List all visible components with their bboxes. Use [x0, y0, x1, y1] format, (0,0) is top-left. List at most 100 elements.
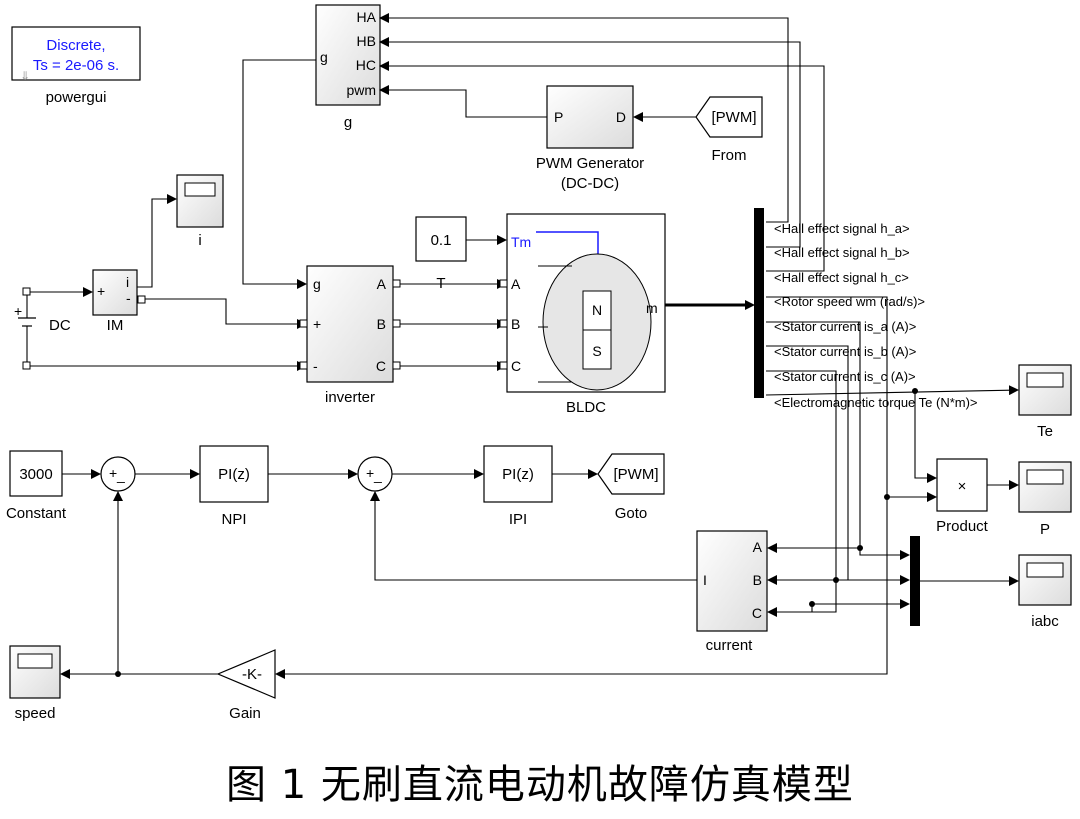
- bldc-name: BLDC: [566, 399, 606, 416]
- bldc-port-b: B: [511, 316, 520, 332]
- mux-bar[interactable]: [910, 536, 920, 626]
- g-port-hc: HC: [356, 57, 376, 73]
- im-minus: -: [126, 290, 131, 306]
- from-tag: [PWM]: [712, 109, 757, 126]
- pwm-gen-port-d: D: [616, 109, 626, 125]
- dc-source[interactable]: + DC: [14, 287, 71, 370]
- goto-block[interactable]: [PWM] Goto: [597, 453, 665, 522]
- bus-signal-te: <Electromagnetic torque Te (N*m)>: [774, 395, 978, 410]
- inverter-name: inverter: [325, 389, 375, 406]
- current-port-b: B: [753, 572, 762, 588]
- powergui-line1: Discrete,: [46, 37, 105, 54]
- inverter-port-g: g: [313, 276, 321, 292]
- bus-signal-hc: <Hall effect signal h_c>: [774, 270, 909, 285]
- sum1-block[interactable]: + _: [100, 456, 136, 492]
- current-port-i: I: [703, 572, 707, 588]
- dc-name: DC: [49, 317, 71, 334]
- pwm-generator-block[interactable]: P D PWM Generator (DC-DC): [536, 85, 644, 192]
- npi-block[interactable]: PI(z) NPI: [199, 445, 269, 528]
- g-port-ha: HA: [357, 9, 377, 25]
- ipi-block[interactable]: PI(z) IPI: [483, 445, 553, 528]
- npi-name: NPI: [221, 511, 246, 528]
- im-out: i: [126, 274, 129, 290]
- inverter-port-a: A: [377, 276, 387, 292]
- g-port-hb: HB: [357, 33, 376, 49]
- bldc-block[interactable]: Tm N S A B C m BLDC: [506, 213, 666, 416]
- arrow-down-icon: ⇓: [20, 69, 30, 83]
- inverter-port-minus: -: [313, 358, 318, 374]
- im-name: IM: [107, 317, 124, 334]
- bldc-port-a: A: [511, 276, 521, 292]
- constant-name: Constant: [6, 505, 67, 522]
- bus-signal-list: <Hall effect signal h_a> <Hall effect si…: [774, 221, 978, 410]
- inverter-port-b: B: [377, 316, 386, 332]
- sum1-minus: _: [116, 467, 125, 483]
- im-block[interactable]: + i - IM: [92, 269, 138, 334]
- g-block-name: g: [344, 114, 352, 131]
- pwm-gen-name2: (DC-DC): [561, 175, 619, 192]
- bus-signal-isb: <Stator current is_b (A)>: [774, 344, 916, 359]
- scope-i[interactable]: i: [176, 174, 224, 249]
- scope-iabc[interactable]: iabc: [1018, 554, 1072, 630]
- bus-signal-wm: <Rotor speed wm (rad/s)>: [774, 294, 925, 309]
- goto-tag: [PWM]: [614, 466, 659, 483]
- from-name: From: [712, 147, 747, 164]
- bus-signal-ha: <Hall effect signal h_a>: [774, 221, 910, 236]
- scope-i-name: i: [198, 232, 201, 249]
- pole-s: S: [592, 343, 601, 359]
- pole-n: N: [592, 302, 602, 318]
- g-block[interactable]: HA HB HC pwm g g: [315, 4, 381, 131]
- bldc-port-c: C: [511, 358, 521, 374]
- pwm-gen-name1: PWM Generator: [536, 155, 644, 172]
- dc-plus: +: [14, 303, 22, 319]
- inverter-port-plus: +: [313, 316, 321, 332]
- inverter-port-c: C: [376, 358, 386, 374]
- ipi-name: IPI: [509, 511, 527, 528]
- powergui-block[interactable]: Discrete, Ts = 2e-06 s. ⇓ powergui: [11, 26, 141, 106]
- product-symbol: ×: [958, 478, 967, 495]
- scope-p[interactable]: P: [1018, 461, 1072, 538]
- current-name: current: [706, 637, 754, 654]
- im-plus: +: [97, 283, 105, 299]
- current-port-c: C: [752, 605, 762, 621]
- inverter-block[interactable]: g + - A B C inverter: [306, 265, 394, 406]
- sum1-plus: +: [109, 465, 117, 481]
- from-block[interactable]: [PWM] From: [695, 96, 763, 164]
- g-port-out: g: [320, 49, 328, 65]
- scope-speed-name: speed: [15, 705, 56, 722]
- product-name: Product: [936, 518, 989, 535]
- powergui-name: powergui: [46, 89, 107, 106]
- pwm-gen-port-p: P: [554, 109, 563, 125]
- gain-text: -K-: [242, 666, 262, 683]
- gain-block[interactable]: -K- Gain: [216, 649, 276, 722]
- bldc-port-tm: Tm: [511, 234, 531, 250]
- sum2-minus: _: [373, 467, 382, 483]
- bldc-port-m: m: [646, 300, 658, 316]
- constant-t-value: 0.1: [431, 232, 452, 249]
- constant-value: 3000: [19, 466, 52, 483]
- scope-te[interactable]: Te: [1018, 364, 1072, 440]
- scope-te-name: Te: [1037, 423, 1053, 440]
- npi-text: PI(z): [218, 466, 250, 483]
- figure-caption: 图 1 无刷直流电动机故障仿真模型: [226, 762, 854, 808]
- scope-speed[interactable]: speed: [9, 645, 61, 722]
- current-port-a: A: [753, 539, 763, 555]
- current-block[interactable]: I A B C current: [696, 530, 768, 654]
- goto-name: Goto: [615, 505, 648, 522]
- scope-p-name: P: [1040, 521, 1050, 538]
- scope-iabc-name: iabc: [1031, 613, 1059, 630]
- constant-t-block[interactable]: 0.1 T: [415, 216, 467, 292]
- bus-selector-bar[interactable]: [754, 208, 764, 398]
- bus-signal-hb: <Hall effect signal h_b>: [774, 245, 910, 260]
- constant-3000-block[interactable]: 3000 Constant: [6, 450, 67, 522]
- bus-signal-isa: <Stator current is_a (A)>: [774, 319, 916, 334]
- ipi-text: PI(z): [502, 466, 534, 483]
- wires: [30, 13, 1019, 679]
- powergui-line2: Ts = 2e-06 s.: [33, 57, 119, 74]
- sum2-block[interactable]: + _: [357, 456, 393, 492]
- product-block[interactable]: × Product: [936, 458, 989, 535]
- sum2-plus: +: [366, 465, 374, 481]
- bus-signal-isc: <Stator current is_c (A)>: [774, 369, 916, 384]
- simulink-diagram: Discrete, Ts = 2e-06 s. ⇓ powergui HA HB…: [6, 4, 1072, 722]
- g-port-pwm: pwm: [346, 82, 376, 98]
